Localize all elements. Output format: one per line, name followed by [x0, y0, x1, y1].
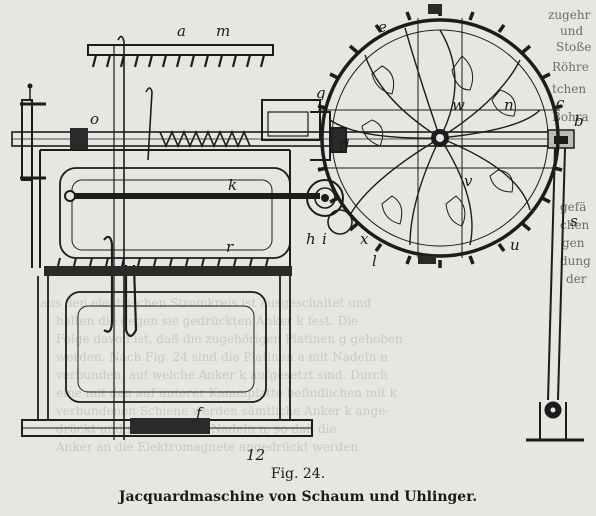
figure-number: Fig. 24.: [270, 466, 326, 482]
figure-caption: Jacquardmaschine von Schaum und Uhlinger…: [118, 489, 478, 505]
card-cylinder-wheel: [317, 4, 563, 268]
show-through-line: halten die gegen sie gedrückten Anker k …: [56, 314, 359, 328]
label-w: w: [452, 96, 465, 114]
margin-word: Bohra: [552, 110, 589, 124]
margin-word: gen: [562, 236, 585, 250]
right-support-rod: [526, 147, 584, 442]
show-through-line: verbunden, auf welche Anker k aufgesetzt…: [56, 368, 388, 382]
label-l: l: [372, 252, 377, 270]
vertical-hooks: [103, 35, 153, 440]
label-m: m: [216, 22, 230, 40]
label-d: d: [340, 136, 350, 154]
margin-word: chen: [560, 218, 590, 232]
label-g: g: [316, 84, 326, 102]
label-r: r: [226, 238, 234, 256]
margin-word: und: [560, 24, 584, 38]
label-o: o: [90, 110, 99, 128]
show-through-line: Folge davon ist, daß die zugehörigen Pla…: [56, 332, 403, 346]
left-bearing: [20, 83, 46, 181]
cam-housing: [261, 99, 347, 161]
label-k: k: [228, 176, 237, 194]
show-through-line: eine mit den auf unterer Kammplatte befi…: [56, 386, 397, 400]
label-i: i: [322, 230, 327, 248]
figure-labels: a m e g w n c b d o k v h i x l u s r f …: [90, 18, 584, 464]
lever-k: [64, 190, 320, 202]
margin-word: tchen: [552, 82, 587, 96]
margin-word: der: [566, 272, 587, 286]
machine-frame: [21, 149, 313, 437]
show-through-line: werden. Nach Fig. 24 sind die Platinen a…: [56, 350, 388, 364]
label-e: e: [378, 18, 387, 36]
label-a: a: [177, 22, 186, 40]
margin-word: dung: [560, 254, 591, 268]
margin-word: Stoße: [556, 40, 592, 54]
margin-word: zugehr: [548, 8, 591, 22]
label-c: c: [556, 94, 565, 112]
label-u: u: [510, 236, 520, 254]
label-f: f: [195, 404, 204, 422]
needle-board: [44, 257, 292, 276]
jacquard-machine-drawing: a m e g w n c b d o k v h i x l u s r f …: [11, 4, 584, 464]
show-through-line: verbundenen Schiene werden sämtliche Ank…: [56, 404, 390, 418]
label-h: h: [306, 230, 316, 248]
margin-word: Röhre: [552, 60, 589, 74]
label-12: 12: [246, 446, 265, 464]
label-n: n: [504, 96, 514, 114]
label-x: x: [360, 230, 369, 248]
label-b: b: [574, 112, 584, 130]
margin-word: gefä: [560, 200, 587, 214]
label-s: s: [570, 212, 578, 230]
show-through-line: Anker an die Elektromagnete angedrückt w…: [56, 440, 362, 454]
label-v: v: [464, 172, 473, 190]
top-comb-board: [87, 44, 274, 68]
